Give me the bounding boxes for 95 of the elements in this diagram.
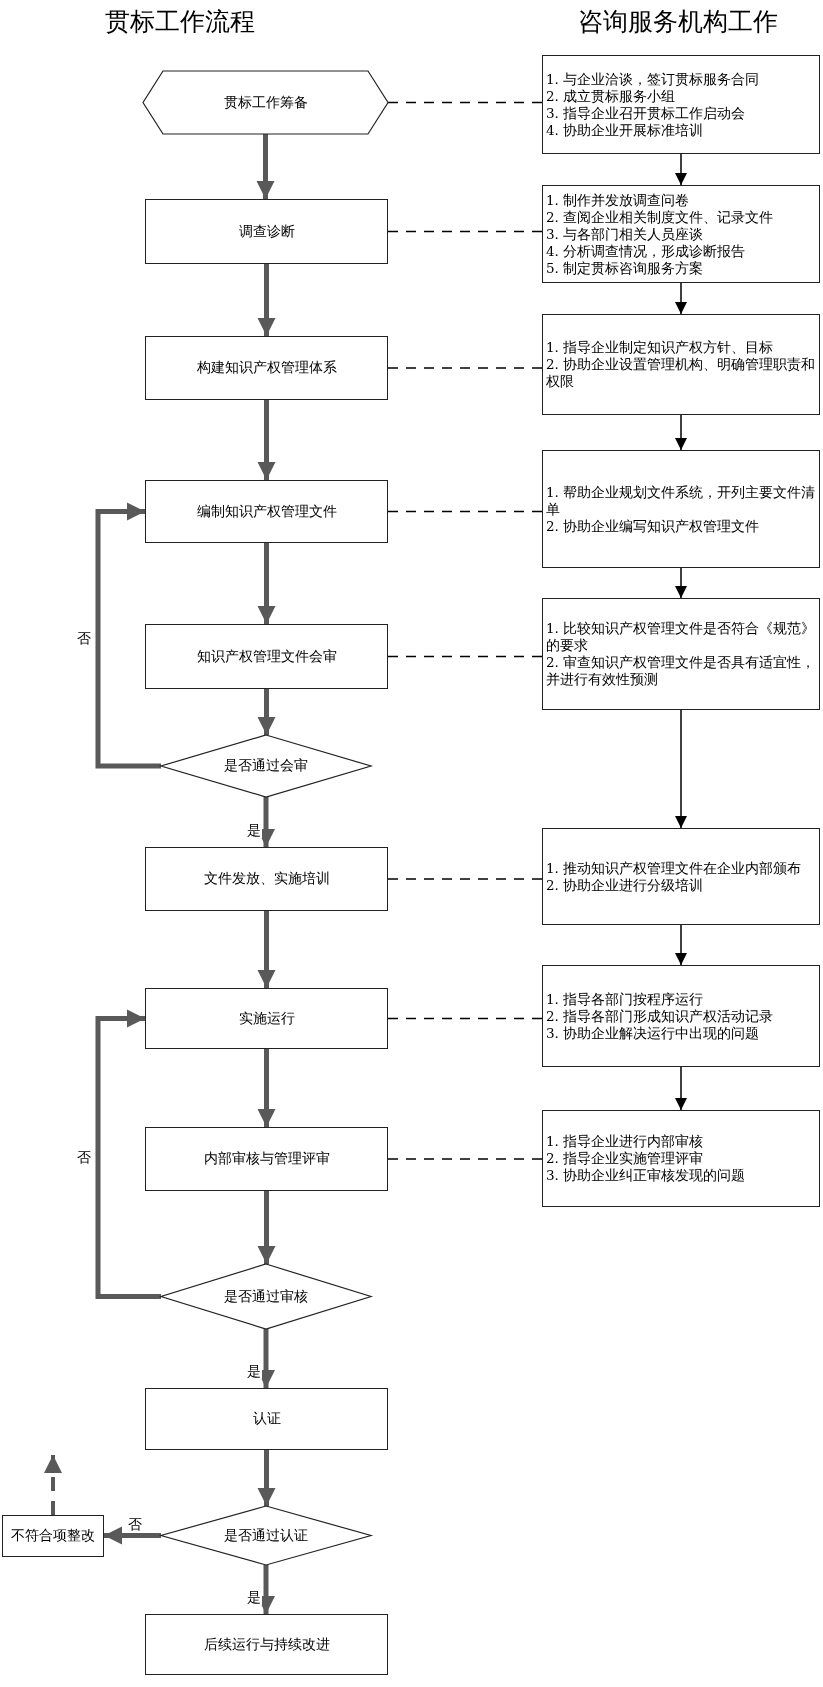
list-item: 2. 协助企业进行分级培训 [546,876,705,894]
process-box [2,1515,104,1557]
task-box [542,314,820,415]
arrow [257,1191,276,1264]
arrow [675,924,687,966]
connector-line [387,101,543,104]
list-item: 1. 帮助企业规划文件系统，开列主要文件清单 [546,483,816,518]
arrow [675,709,687,829]
list-item: 2. 审查知识产权管理文件是否具有适宜性，并进行有效性预测 [546,654,816,688]
task-box [542,1110,820,1207]
list-item: 1. 指导企业进行内部审核 [546,1133,705,1150]
arrow [257,1049,276,1127]
edge-label: 是 [246,1590,262,1605]
edge-label: 否 [76,1149,92,1165]
process-box [145,988,388,1049]
node-label: 构建知识产权管理体系 [196,359,337,377]
list-item: 2. 查阅企业相关制度文件、记录文件 [546,208,775,226]
connector-line [387,878,543,880]
decision-diamond [161,1506,371,1565]
arrow [257,911,276,988]
arrow [104,1526,161,1545]
arrow [256,134,275,199]
process-box [145,1388,388,1450]
node-label: 实施运行 [238,1009,295,1028]
node-label: 后续运行与持续改进 [203,1635,330,1654]
node-label: 编制知识产权管理文件 [196,502,337,521]
task-box [542,450,820,568]
edge-label: 否 [126,1516,143,1532]
connector-line [387,510,543,513]
arrow [675,414,687,451]
list-item: 4. 分析调查情况，形成诊断报告 [546,242,747,260]
edge-label: 是 [246,1364,262,1379]
arrow [257,264,276,336]
arrow [675,282,687,315]
node-label: 文件发放、实施培训 [203,870,330,888]
list-item: 3. 协助企业解决运行中出现的问题 [546,1024,761,1042]
list-item: 1. 指导企业制定知识产权方针、目标 [546,339,775,356]
node-label: 是否通过审核 [224,1287,308,1306]
arrow [675,567,687,599]
task-box [542,185,820,283]
list-item: 1. 与企业洽谈，签订贯标服务合同 [546,70,761,88]
arrow [44,1455,62,1515]
process-box [145,847,388,911]
list-item: 1. 推动知识产权管理文件在企业内部颁布 [546,859,803,877]
list-item: 3. 指导企业召开贯标工作启动会 [546,104,747,122]
list-item: 3. 与各部门相关人员座谈 [546,225,705,243]
task-box [542,965,820,1067]
process-box [145,199,388,264]
task-box [542,598,820,710]
process-box [145,480,388,543]
decision-diamond [161,735,371,797]
decision-diamond [161,1264,371,1329]
connector-line [387,1017,543,1020]
connector-line [387,1158,543,1160]
list-item: 2. 协助企业编写知识产权管理文件 [546,517,761,535]
node-label: 是否通过认证 [224,1526,308,1545]
list-item: 2. 指导企业实施管理评审 [546,1150,705,1167]
arrow [257,1450,276,1506]
arrow [95,1009,161,1299]
arrow [257,689,276,735]
node-label: 认证 [252,1410,281,1428]
process-box [145,1614,388,1675]
list-item: 1. 制作并发放调查问卷 [546,191,691,209]
node-label: 不符合项整改 [11,1527,95,1545]
node-label: 是否通过会审 [224,757,308,775]
list-item: 1. 指导各部门按程序运行 [546,990,705,1008]
list-item: 2. 成立贯标服务小组 [546,87,677,105]
node-label: 调查诊断 [238,222,295,241]
process-box [145,336,388,400]
preparation-hexagon [143,71,388,134]
list-item: 2. 指导各部门形成知识产权活动记录 [546,1007,775,1025]
column-heading: 咨询服务机构工作 [578,6,778,38]
list-item: 1. 比较知识产权管理文件是否符合《规范》的要求 [546,620,816,654]
arrow [257,400,276,480]
connector-line [387,230,543,233]
list-item: 3. 协助企业纠正审核发现的问题 [546,1167,747,1184]
edge-label: 否 [76,630,92,646]
arrow [675,153,687,186]
connector-line [387,655,543,658]
arrow [95,502,161,769]
node-label: 贯标工作筹备 [223,93,308,112]
edge-label: 是 [246,823,262,838]
process-box [145,1127,388,1191]
task-box [542,828,820,925]
task-box [542,55,820,154]
list-item: 5. 制定贯标咨询服务方案 [546,259,705,277]
column-heading: 贯标工作流程 [105,6,255,38]
connector-line [387,367,543,369]
list-item: 2. 协助企业设置管理机构、明确管理职责和权限 [546,356,816,390]
arrow [675,1066,687,1111]
node-label: 知识产权管理文件会审 [196,647,337,666]
arrow [257,543,276,624]
node-label: 内部审核与管理评审 [203,1150,330,1168]
list-item: 4. 协助企业开展标准培训 [546,121,705,139]
process-box [145,624,388,689]
